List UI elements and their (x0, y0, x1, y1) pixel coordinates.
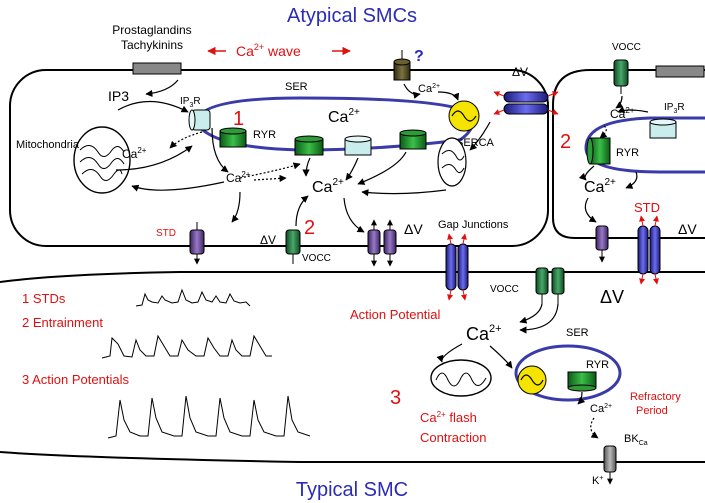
gap-junctions-label: Gap Junctions (438, 219, 509, 231)
ryr-channel-right (586, 137, 611, 165)
ryr-channel-1 (219, 127, 247, 148)
vocc-atypical (285, 229, 301, 264)
vocc-label-right: VOCC (612, 42, 641, 53)
ca-near-bk: Ca2+ (590, 403, 612, 415)
dv-label-gap-top: ΔV (512, 65, 528, 79)
ca-wave-label: Ca2+ wave (236, 42, 301, 59)
vocc-typical-pair (535, 267, 565, 304)
dv-label-atypical-1: ΔV (260, 233, 276, 247)
trace-entrainment (101, 334, 272, 359)
legend-entrainment: 2 Entrainment (22, 315, 103, 330)
typical-cell-membrane-top (0, 271, 705, 283)
ca-near-unknown: Ca2+ (418, 83, 440, 95)
dv-label-atypical-2: ΔV (404, 221, 423, 237)
ip3r-channel-right (649, 118, 677, 139)
serca-pump-typical (517, 365, 547, 395)
vocc-label-atypical: VOCC (302, 253, 331, 264)
mitochondria-typical (430, 359, 492, 397)
legend-stds: 1 STDs (22, 291, 66, 306)
step-3-typical: 3 (390, 387, 401, 409)
std-label-right: STD (634, 200, 660, 215)
typical-cell-membrane-bottom (0, 451, 705, 463)
tachykinins-label: Tachykinins (121, 38, 183, 52)
std-pair-atypical (367, 219, 397, 267)
ryr-channel-3 (399, 129, 427, 150)
std-channel-atypical (189, 222, 205, 265)
ryr-label-typical: RYR (586, 359, 609, 371)
ryr-channel-2 (294, 135, 324, 156)
std-channel-right (595, 225, 609, 263)
gap-junction-top (493, 91, 559, 115)
ip3r-label: IP3R (180, 96, 201, 109)
receptor-bar (132, 62, 182, 75)
gap-junction-right (637, 215, 661, 285)
unknown-channel (393, 50, 411, 81)
atypical-title: Atypical SMCs (287, 5, 417, 27)
serca-pump (448, 100, 480, 132)
dv-label-typical: ΔV (600, 287, 624, 307)
receptor-arrow (145, 79, 179, 97)
step-1-atypical: 1 (233, 108, 244, 130)
step-2-right: 2 (560, 131, 571, 153)
prostaglandins-label: Prostaglandins (112, 23, 191, 37)
ser-right (584, 116, 705, 174)
vocc-right (613, 59, 629, 94)
mitochondria-atypical (73, 126, 131, 194)
gap-junction-bottom (445, 233, 469, 301)
ser-atypical-label: SER (285, 81, 308, 93)
atypical-cell-membrane (9, 69, 549, 247)
vocc-label-typical: VOCC (490, 284, 519, 295)
ryr-label-atypical: RYR (253, 129, 276, 141)
dv-label-right: ΔV (678, 221, 697, 237)
ca-in-ser: Ca2+ (328, 107, 360, 126)
bk-channel (603, 445, 617, 485)
typical-title: Typical SMC (296, 479, 408, 501)
unknown-channel-question: ? (414, 48, 424, 65)
ca-near-mito: Ca2+ (122, 146, 147, 161)
ryr-label-right: RYR (616, 147, 639, 159)
ca-typical-main: Ca2+ (466, 323, 502, 344)
ca-cytoplasm-1: Ca2+ (226, 170, 251, 185)
ser-typical (514, 344, 622, 402)
ip3r-channel (188, 109, 211, 131)
right-cell-membrane (552, 69, 705, 239)
ca-cytoplasm-2: Ca2+ (312, 177, 344, 196)
ip3-label: IP3 (108, 88, 129, 104)
mitochondria-label: Mitochondria (16, 139, 80, 151)
mitochondria-small (437, 137, 467, 187)
trace-stds (135, 288, 251, 307)
ip3r-channel-2 (344, 135, 372, 156)
ser-typical-label: SER (566, 327, 589, 339)
std-label-atypical: STD (156, 228, 176, 239)
contraction-label: Contraction (420, 430, 486, 445)
k-label: K+ (592, 475, 603, 487)
ca-flash-label: Ca2+ flash (420, 410, 477, 425)
legend-action-potentials: 3 Action Potentials (22, 372, 129, 387)
refractory-label: Refractory (630, 391, 681, 403)
bk-label: BKCa (624, 433, 648, 447)
step-2-atypical: 2 (304, 217, 315, 239)
ip3r-label-right: IP3R (664, 102, 685, 115)
ca-right-2: Ca2+ (584, 177, 616, 196)
period-label: Period (636, 405, 668, 417)
ryr-channel-typical (567, 371, 597, 392)
receptor-bar-right (655, 65, 705, 78)
trace-action-potentials (107, 395, 311, 439)
action-potential-label: Action Potential (350, 307, 440, 322)
